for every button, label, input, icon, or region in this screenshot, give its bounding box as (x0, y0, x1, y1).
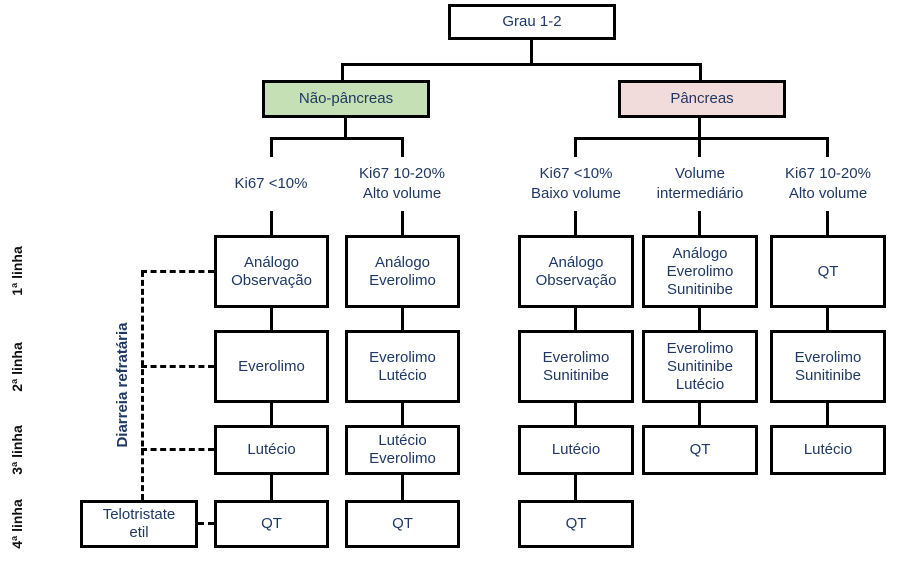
connector-line (530, 40, 533, 63)
treatment-node-c5-r1: QT (770, 235, 886, 308)
connector-line (699, 63, 702, 80)
treatment-node-c4-r3: QT (642, 425, 758, 475)
connector-line (270, 211, 273, 235)
connector-line (574, 403, 577, 425)
line-label-1: 1ª linha (9, 246, 25, 296)
connector-line (401, 403, 404, 425)
column-header-volume-intermediario: Volume intermediário (656, 165, 744, 202)
connector-line (574, 211, 577, 235)
connector-line (698, 308, 701, 330)
column-header-ki67-10-20-alto: Ki67 10-20% Alto volume (359, 165, 445, 202)
connector-line (698, 211, 701, 235)
treatment-node-c2-r4: QT (345, 500, 460, 548)
treatment-node-c1-r2: Everolimo (214, 330, 329, 403)
connector-line (341, 63, 344, 80)
connector-line (401, 211, 404, 235)
treatment-node-c4-r1: Análogo Everolimo Sunitinibe (642, 235, 758, 308)
treatment-node-c4-r2: Everolimo Sunitinibe Lutécio (642, 330, 758, 403)
column-header-ki67-10-20-alto-2: Ki67 10-20% Alto volume (785, 165, 871, 202)
connector-line (270, 403, 273, 425)
treatment-node-c1-r1: Análogo Observação (214, 235, 329, 308)
refractory-diarrhea-label: Diarreia refratária (113, 322, 131, 448)
line-label-2: 2ª linha (9, 342, 25, 392)
connector-line (270, 137, 273, 157)
connector-line (401, 475, 404, 500)
connector-line (344, 118, 347, 137)
treatment-node-c2-r2: Everolimo Lutécio (345, 330, 460, 403)
treatment-node-c3-r2: Everolimo Sunitinibe (518, 330, 634, 403)
connector-line (826, 403, 829, 425)
column-header-ki67-lt10-baixo: Ki67 <10% Baixo volume (530, 165, 622, 202)
treatment-node-c5-r3: Lutécio (770, 425, 886, 475)
connector-line (270, 308, 273, 330)
dashed-connector (141, 270, 214, 273)
dashed-connector (141, 448, 214, 451)
treatment-node-c5-r2: Everolimo Sunitinibe (770, 330, 886, 403)
branch-nao-pancreas: Não-pâncreas (262, 80, 430, 118)
connector-line (698, 403, 701, 425)
treatment-node-c1-r3: Lutécio (214, 425, 329, 475)
connector-line (401, 308, 404, 330)
treatment-node-c1-r4: QT (214, 500, 329, 548)
treatment-node-c2-r3: Lutécio Everolimo (345, 425, 460, 475)
line-label-3: 3ª linha (9, 425, 25, 475)
branch-pancreas: Pâncreas (618, 80, 786, 118)
connector-line (574, 475, 577, 500)
connector-line (826, 137, 829, 157)
treatment-node-c3-r4: QT (518, 500, 634, 548)
connector-line (574, 308, 577, 330)
connector-line (401, 137, 404, 157)
dashed-connector (198, 522, 214, 525)
connector-line (270, 137, 404, 140)
connector-line (341, 63, 702, 66)
column-header-ki67-lt10: Ki67 <10% (234, 175, 308, 192)
telotristate-node: Telotristate etil (80, 500, 198, 548)
dashed-connector (141, 365, 214, 368)
treatment-node-c3-r1: Análogo Observação (518, 235, 634, 308)
connector-line (574, 137, 829, 140)
treatment-node-c2-r1: Análogo Everolimo (345, 235, 460, 308)
dashed-connector (141, 271, 144, 500)
root-node-grau-1-2: Grau 1-2 (448, 4, 616, 40)
treatment-node-c3-r3: Lutécio (518, 425, 634, 475)
line-label-4: 4ª linha (9, 499, 25, 549)
connector-line (574, 137, 577, 157)
connector-line (826, 211, 829, 235)
connector-line (270, 475, 273, 500)
connector-line (826, 308, 829, 330)
